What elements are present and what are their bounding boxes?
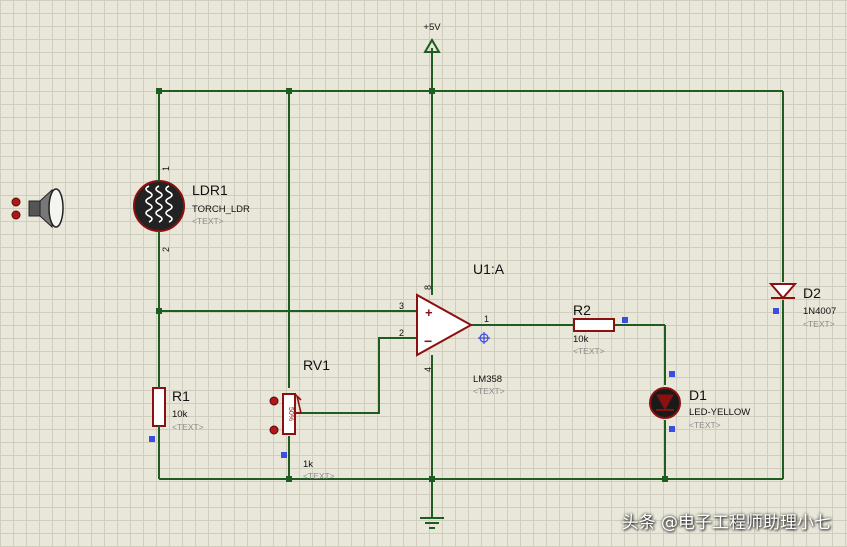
d1-marker [669,426,675,432]
r2-body-icon [573,318,615,332]
r2-marker [622,317,628,323]
rv1-text: <TEXT> [303,471,335,481]
vcc-terminal[interactable]: +5V [423,22,441,53]
wires [158,48,784,517]
rv1-wiper-position: 50% [287,407,294,421]
rv1-marker [281,452,287,458]
junction-dot [429,476,435,482]
opamp-origin-crosshair-icon [478,332,490,344]
opamp-pin2-label: 2 [399,328,404,338]
led-diode-icon [656,394,674,411]
junction-dot [429,88,435,94]
watermark-text: 头条 @电子工程师助理小七 [621,513,831,533]
torch-lens-icon [48,188,64,228]
d2-ref: D2 [803,285,821,301]
d1-text: <TEXT> [689,420,721,430]
torch-reflector-icon [39,188,53,229]
d2-value: 1N4007 [803,306,836,317]
ldr-pin2-label: 2 [161,247,171,252]
d1-led[interactable]: D1 LED-YELLOW <TEXT> [649,371,750,432]
ldr1-text: <TEXT> [192,216,224,226]
junction-dot [156,88,162,94]
opamp-pin4-label: 4 [423,367,433,372]
junctions [156,88,668,482]
ldr1-ref: LDR1 [192,182,228,198]
r1-value: 10k [172,409,188,420]
rv1-wiper-arrow-icon [295,393,302,414]
u1-opamp[interactable]: + − 3 2 1 8 4 U1:A LM358 <TEXT> [399,261,505,396]
rv1-increase-button[interactable] [269,396,279,406]
r2-component[interactable]: R2 10k <TEXT> [573,302,628,356]
torch-probe-dot[interactable] [11,197,21,207]
u1-value: LM358 [473,374,502,385]
vcc-label: +5V [423,22,441,33]
d2-text: <TEXT> [803,319,835,329]
rv1-decrease-button[interactable] [269,425,279,435]
ldr-body-icon [133,180,185,232]
d1-value: LED-YELLOW [689,407,750,418]
r1-body-icon [152,387,166,427]
junction-dot [286,476,292,482]
opamp-pin3-label: 3 [399,301,404,311]
ldr1-value: TORCH_LDR [192,204,250,215]
r1-component[interactable]: R1 10k <TEXT> [149,378,204,442]
junction-dot [286,88,292,94]
torch-probe-dot[interactable] [11,210,21,220]
r2-ref: R2 [573,302,591,318]
opamp-plus-sign: + [425,305,433,320]
d1-marker [669,371,675,377]
rv1-ref: RV1 [303,357,330,373]
ldr-pin1-label: 1 [161,166,171,171]
torch-body-icon [28,200,41,217]
u1-ref: U1:A [473,261,505,277]
diode-triangle-icon [768,283,798,300]
r1-text: <TEXT> [172,422,204,432]
junction-dot [156,308,162,314]
ground-terminal[interactable] [420,517,444,529]
d2-marker [773,308,779,314]
r2-text: <TEXT> [573,346,605,356]
r2-value: 10k [573,334,589,345]
r1-ref: R1 [172,388,190,404]
r1-marker [149,436,155,442]
minus-input-wire [301,337,417,414]
ldr1-component[interactable]: 1 2 LDR1 TORCH_LDR <TEXT> [133,160,250,252]
d2-diode[interactable]: D2 1N4007 <TEXT> [768,283,836,329]
rv1-component[interactable]: 50% RV1 1k <TEXT> [269,357,335,481]
u1-text: <TEXT> [473,386,505,396]
torch-source[interactable] [11,188,64,229]
vcc-arrow-icon [423,38,441,53]
d1-ref: D1 [689,387,707,403]
ldr-resistor-zigzag-icon [145,185,173,223]
opamp-minus-sign: − [424,333,432,349]
opamp-pin8-label: 8 [423,285,433,290]
opamp-triangle-icon [416,293,474,357]
junction-dot [662,476,668,482]
opamp-pin1-label: 1 [484,314,489,324]
rv1-value: 1k [303,459,313,470]
